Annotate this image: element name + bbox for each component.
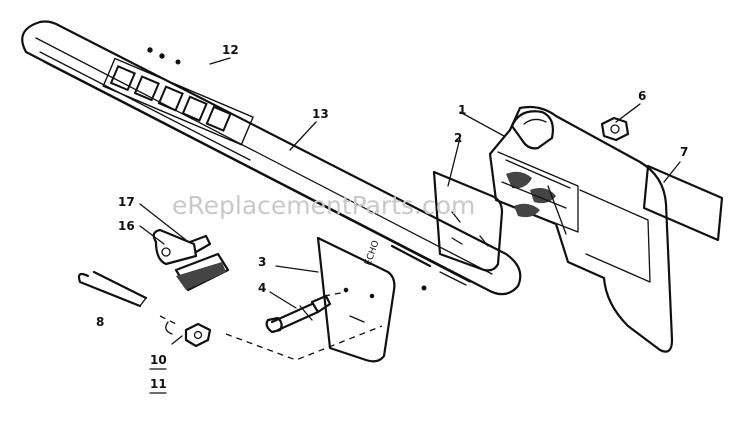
side-cover	[488, 105, 674, 353]
callout-11: 11	[150, 377, 167, 391]
adjusting-nut	[165, 321, 212, 348]
rivet-mark	[175, 59, 181, 65]
rivet-mark	[147, 47, 153, 53]
callout-7: 7	[680, 145, 688, 159]
callout-13: 13	[312, 107, 329, 121]
callout-16: 16	[118, 219, 135, 233]
callout-8: 8	[96, 315, 104, 329]
callout-12: 12	[222, 43, 239, 57]
callout-2: 2	[454, 131, 462, 145]
bar-brand-label: ECHO	[363, 239, 381, 267]
assembly-line	[159, 315, 177, 325]
screw	[77, 270, 148, 308]
leader-lines	[139, 57, 681, 345]
assembly-line	[225, 325, 383, 361]
callout-10: 10	[150, 353, 167, 367]
tensioner-assembly	[152, 228, 230, 292]
nut	[600, 116, 630, 142]
guide-bar	[21, 20, 522, 296]
assembly-line	[323, 291, 347, 297]
stud	[265, 294, 332, 334]
callout-1: 1	[458, 103, 466, 117]
bar-logo-block	[102, 57, 254, 146]
bar-adjust-hole	[421, 285, 427, 291]
inner-plate	[316, 236, 396, 363]
callout-6: 6	[638, 89, 646, 103]
watermark: eReplacementParts.com	[172, 191, 475, 220]
decal	[642, 164, 724, 242]
rivet-mark	[159, 53, 165, 59]
callout-3: 3	[258, 255, 266, 269]
callout-4: 4	[258, 281, 266, 295]
callout-17: 17	[118, 195, 135, 209]
